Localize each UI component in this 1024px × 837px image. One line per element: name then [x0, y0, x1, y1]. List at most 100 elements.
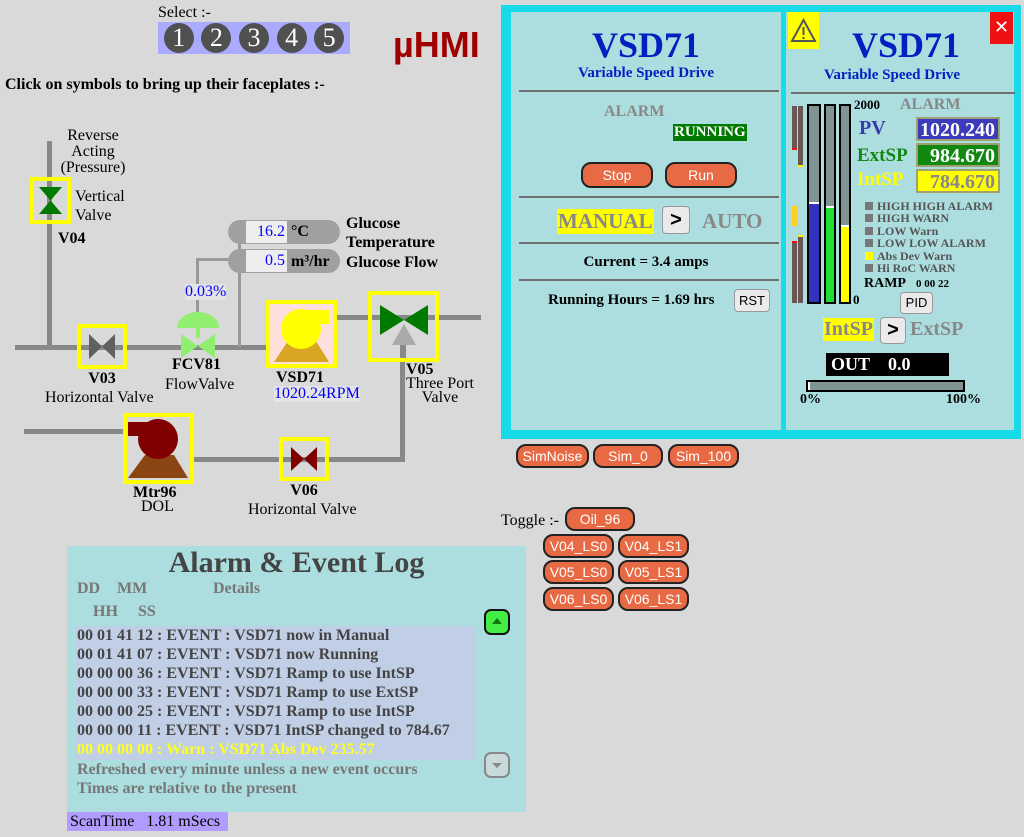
vsd71-tag: VSD71 — [276, 369, 325, 386]
sp-toggle-button[interactable]: > — [880, 317, 906, 344]
log-row: 00 00 00 11 : EVENT : VSD71 IntSP change… — [77, 722, 450, 739]
toggle-v06-ls0-button[interactable]: V06_LS0 — [543, 587, 614, 611]
alarm-legend-label: Abs Dev Warn — [877, 248, 953, 263]
toggle-v04-ls1-button[interactable]: V04_LS1 — [618, 534, 689, 558]
v04-desc-line1: Vertical — [75, 188, 125, 205]
extsp-bar — [824, 104, 836, 304]
log-row: 00 00 00 00 : Warn : VSD71 Abs Dev 235.5… — [77, 741, 375, 758]
warning-triangle-icon[interactable] — [788, 12, 819, 49]
v04-symbol[interactable] — [30, 177, 71, 224]
toggle-v05-ls1-button[interactable]: V05_LS1 — [618, 560, 689, 584]
v06-symbol[interactable] — [279, 437, 329, 481]
chevron-up-icon — [492, 618, 502, 624]
alarm-legend-item: HIGH WARN — [865, 212, 949, 224]
v06-tag: V06 — [290, 482, 318, 499]
alarm-legend-item: Hi RoC WARN — [865, 262, 955, 274]
fcv81-symbol[interactable] — [177, 312, 219, 358]
signal-line-fcv81-h — [196, 258, 238, 261]
log-row: 00 01 41 07 : EVENT : VSD71 now Running — [77, 646, 379, 663]
alarm-status-indicator — [865, 251, 873, 260]
run-button[interactable]: Run — [665, 162, 737, 188]
chevron-down-icon — [492, 763, 502, 768]
divider — [791, 92, 1015, 94]
sim-0-button[interactable]: Sim_0 — [593, 444, 663, 468]
app-title: µHMI — [393, 24, 480, 65]
toggle-label: Toggle :- — [501, 512, 559, 529]
v04-desc-line2: Valve — [75, 207, 112, 224]
pid-button[interactable]: PID — [900, 292, 933, 314]
log-scroll-down-button[interactable] — [484, 752, 510, 778]
alarm-status-indicator — [865, 264, 873, 272]
v04-note-line2: Acting — [71, 143, 115, 160]
log-scroll-up-button[interactable] — [484, 609, 510, 635]
alarm-legend-label: Hi RoC WARN — [877, 261, 956, 275]
select-button-4[interactable]: 4 — [276, 23, 307, 53]
faceplate-subtitle-right: Variable Speed Drive — [823, 67, 961, 83]
extsp-label[interactable]: ExtSP — [857, 145, 908, 166]
faceplate-title-right: VSD71 — [851, 25, 961, 65]
intsp-label[interactable]: IntSP — [857, 169, 904, 190]
select-button-5[interactable]: 5 — [314, 23, 345, 53]
alarm-limit-strips — [792, 106, 806, 303]
sim-100-button[interactable]: Sim_100 — [668, 444, 739, 468]
v05-desc: Three Port Valve — [406, 376, 474, 406]
low-low-limit — [792, 240, 797, 303]
toggle-v06-ls1-button[interactable]: V06_LS1 — [618, 587, 689, 611]
glucose-temp-unit: °C — [291, 223, 309, 240]
log-col-ss: SS — [138, 603, 156, 620]
output-max-label: 100% — [946, 392, 981, 407]
control-valve-icon — [181, 334, 198, 358]
out-value: 0.0 — [888, 354, 911, 374]
log-row: 00 00 00 36 : EVENT : VSD71 Ramp to use … — [77, 665, 415, 682]
output-bar-fill — [808, 382, 810, 390]
running-hours: Running Hours = 1.69 hrs — [548, 292, 715, 308]
pipe-main-horizontal — [15, 345, 270, 350]
output-bar — [806, 380, 965, 392]
sim-noise-button[interactable]: SimNoise — [516, 444, 589, 468]
faceplate-subtitle: Variable Speed Drive — [577, 65, 715, 81]
ramp-value: 0 00 22 — [916, 278, 949, 290]
stop-button[interactable]: Stop — [581, 162, 653, 188]
glucose-temp-label: Glucose Temperature — [346, 214, 435, 252]
log-col-details: Details — [213, 580, 261, 597]
fcv81-desc: FlowValve — [165, 376, 235, 393]
select-button-2[interactable]: 2 — [201, 23, 232, 53]
close-x-icon[interactable]: ✕ — [990, 12, 1013, 44]
v04-tag: V04 — [58, 230, 86, 247]
mode-auto-label: AUTO — [702, 209, 763, 233]
select-button-1[interactable]: 1 — [163, 23, 194, 53]
toggle-v05-ls0-button[interactable]: V05_LS0 — [543, 560, 614, 584]
glucose-flow-value: 0.5 — [246, 250, 287, 272]
select-bar: 1 2 3 4 5 — [158, 22, 350, 54]
v05-desc-line2: Valve — [421, 389, 459, 406]
mode-toggle-button[interactable]: > — [662, 206, 690, 234]
v03-symbol[interactable] — [77, 324, 127, 369]
extsp-bar-fill — [826, 205, 834, 302]
pipe-v04-vertical — [47, 141, 52, 349]
high-limit — [798, 106, 803, 167]
toggle-oil96-button[interactable]: Oil_96 — [565, 507, 635, 531]
log-title: Alarm & Event Log — [168, 546, 425, 579]
log-list[interactable]: 00 01 41 12 : EVENT : VSD71 now in Manua… — [76, 626, 476, 760]
v04-desc: Vertical Valve — [75, 189, 125, 224]
alarm-legend-item: LOW Warn — [865, 225, 938, 237]
v05-tag: V05 — [406, 361, 434, 378]
alarm-status-indicator — [865, 226, 873, 235]
mtr96-symbol[interactable] — [123, 413, 194, 484]
low-limit — [798, 235, 803, 303]
pv-value: 1020.240 — [916, 117, 1000, 141]
vsd71-symbol[interactable] — [266, 300, 337, 368]
sp-int-label: IntSP — [823, 318, 874, 341]
glucose-temp-label-line2: Temperature — [346, 234, 435, 251]
three-port-valve-icon — [380, 305, 428, 358]
select-button-3[interactable]: 3 — [238, 23, 269, 53]
intsp-bar-fill — [841, 225, 849, 302]
v05-symbol[interactable] — [368, 291, 439, 362]
signal-line-gauge — [238, 242, 241, 347]
reset-hours-button[interactable]: RST — [734, 289, 770, 312]
divider — [519, 279, 779, 281]
toggle-v04-ls0-button[interactable]: V04_LS0 — [543, 534, 614, 558]
alarm-legend-item: LOW LOW ALARM — [865, 237, 986, 249]
alarm-legend-item: HIGH HIGH ALARM — [865, 200, 993, 212]
intsp-value[interactable]: 784.670 — [916, 169, 1000, 193]
